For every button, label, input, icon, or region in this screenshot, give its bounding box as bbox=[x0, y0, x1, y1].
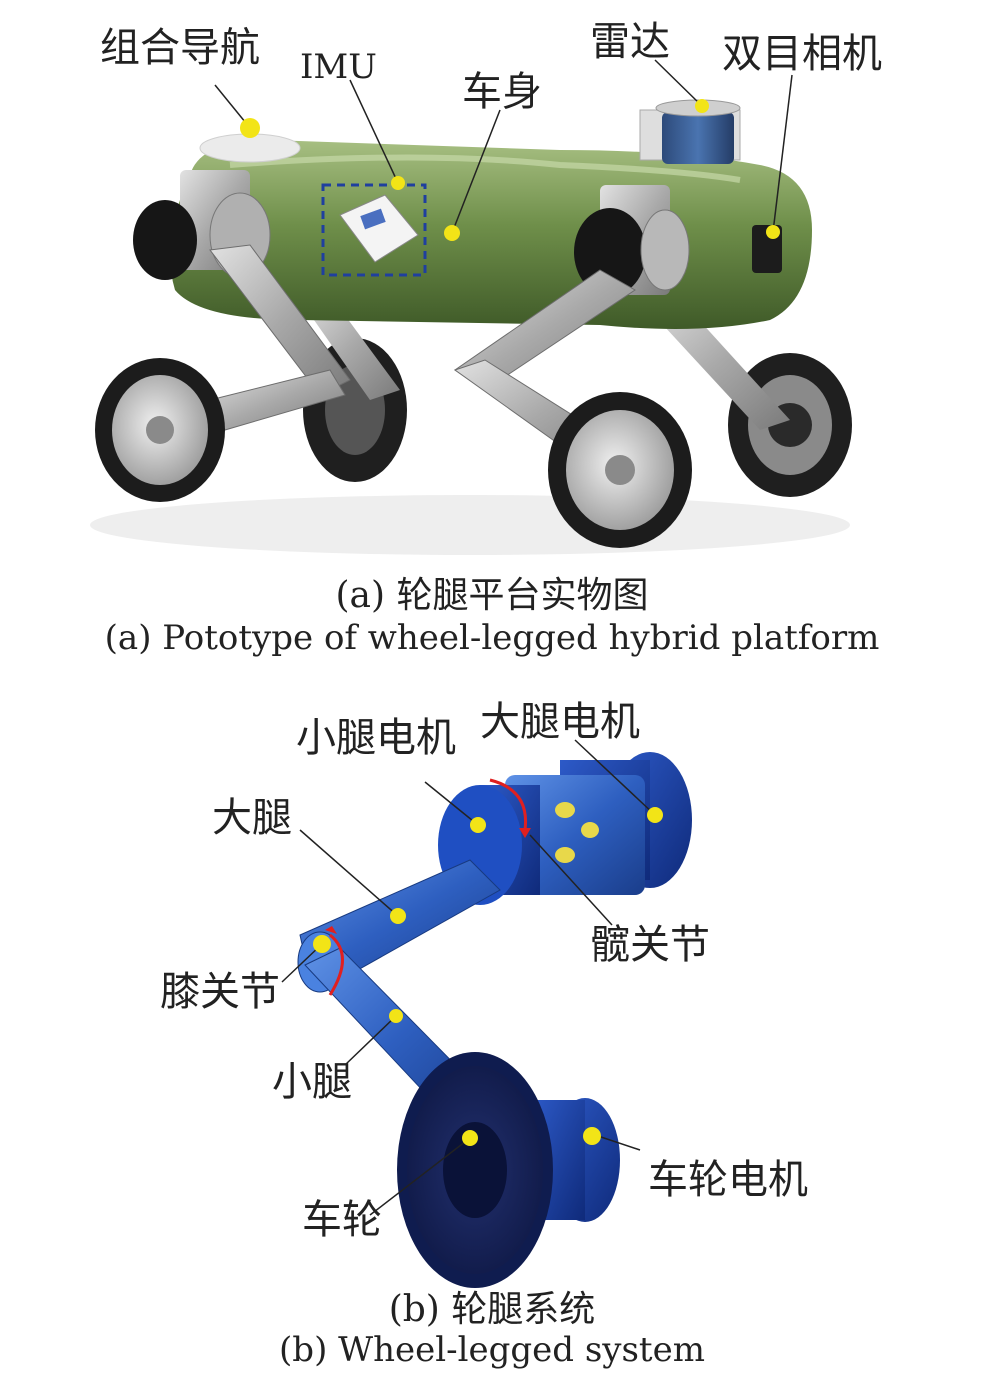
rear-leg-left bbox=[300, 295, 400, 400]
wheel-body bbox=[397, 1052, 553, 1288]
front-left-thigh bbox=[209, 244, 351, 396]
label-thigh-motor: 大腿电机 bbox=[480, 699, 640, 745]
caption-b-cn: (b) 轮腿系统 bbox=[388, 1289, 596, 1330]
label-wheel: 车轮 bbox=[302, 1197, 382, 1243]
label-wheel-motor: 车轮电机 bbox=[648, 1157, 808, 1203]
imu-highlight-box bbox=[321, 183, 427, 277]
panel-b-markers bbox=[313, 807, 663, 1146]
label-stereo-camera: 双目相机 bbox=[722, 31, 882, 77]
front-right-hip-motor bbox=[574, 185, 690, 296]
label-body: 车身 bbox=[462, 69, 542, 115]
label-thigh: 大腿 bbox=[212, 795, 292, 841]
rear-leg-right bbox=[640, 300, 790, 430]
front-left-wheel bbox=[95, 358, 225, 502]
label-hip-joint: 髋关节 bbox=[590, 922, 710, 968]
panel-a-photo: 组合导航 IMU 车身 雷达 双目相机 (a) 轮腿平台实物图 (a) Poto… bbox=[0, 0, 984, 680]
wheel-leg-system-illustration bbox=[281, 739, 692, 1288]
ground-shadow bbox=[90, 495, 850, 555]
caption-b-en: (b) Wheel-legged system bbox=[279, 1330, 705, 1370]
label-integrated-nav: 组合导航 bbox=[100, 25, 260, 71]
robot-platform-illustration bbox=[90, 59, 852, 555]
label-shank-motor: 小腿电机 bbox=[296, 715, 456, 761]
label-knee-joint: 膝关节 bbox=[160, 969, 280, 1015]
nav-module bbox=[199, 133, 301, 163]
imu-device bbox=[339, 194, 419, 263]
label-imu: IMU bbox=[300, 47, 377, 87]
label-shank: 小腿 bbox=[272, 1059, 352, 1105]
lidar-sensor bbox=[639, 99, 741, 164]
hip-rotation-arrow bbox=[489, 778, 528, 831]
panel-b-leader-lines bbox=[281, 739, 656, 1216]
caption-a-en: (a) Pototype of wheel-legged hybrid plat… bbox=[104, 618, 880, 658]
label-lidar: 雷达 bbox=[590, 19, 670, 65]
knee-rotation-arrow bbox=[328, 933, 344, 996]
panel-a-markers bbox=[240, 99, 780, 241]
panel-b-model: 小腿电机 大腿电机 大腿 髋关节 膝关节 小腿 车轮电机 车轮 (b) 轮腿系统… bbox=[0, 680, 984, 1384]
caption-a-cn: (a) 轮腿平台实物图 bbox=[335, 575, 649, 616]
front-right-wheel bbox=[548, 392, 692, 548]
